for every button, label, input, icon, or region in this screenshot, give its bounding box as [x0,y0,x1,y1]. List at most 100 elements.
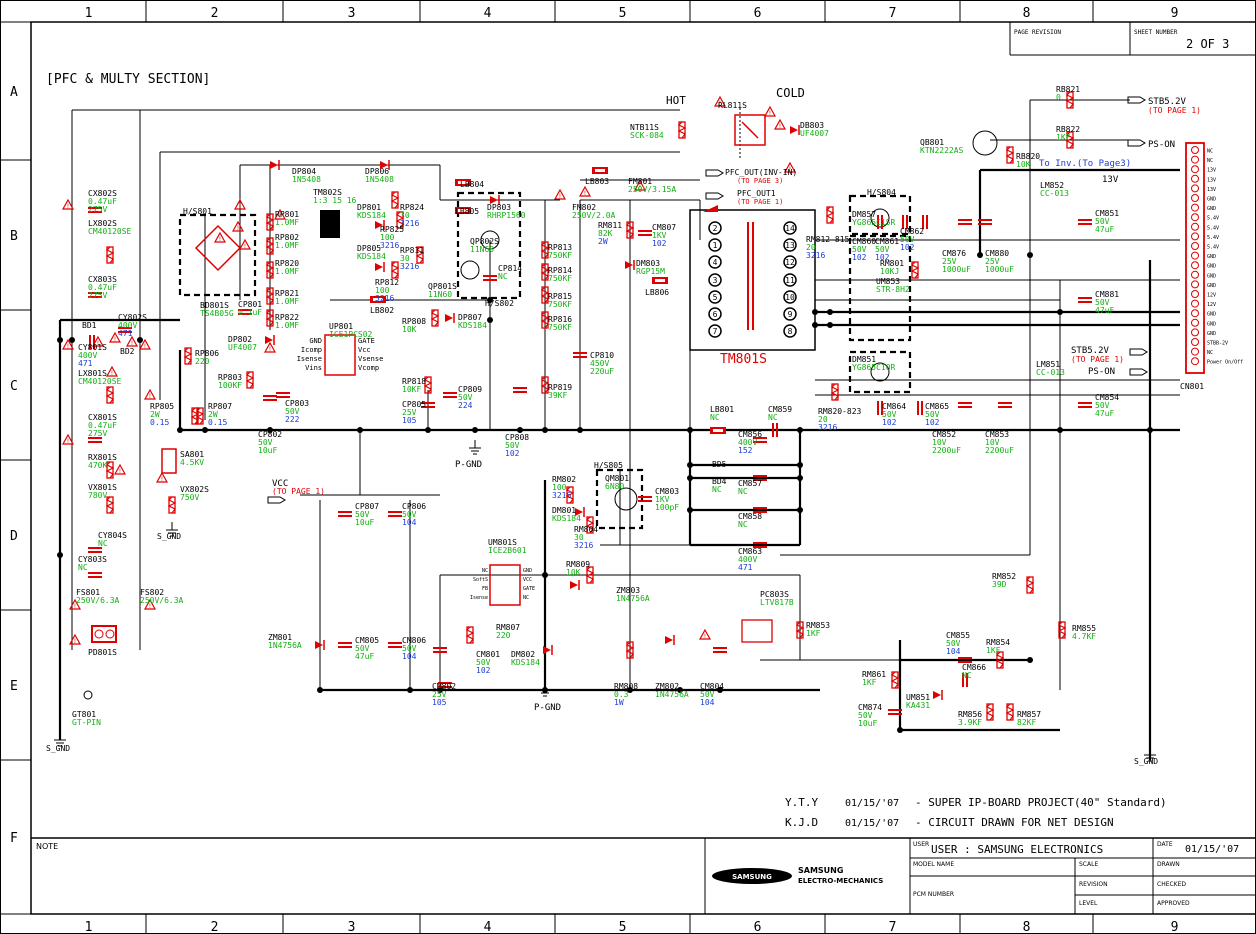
vcc-label: VCC [272,479,288,489]
component-symbol [789,124,800,136]
column-marker-top: 1 [85,6,93,21]
component-ref: CM803 [655,487,679,496]
component-label: LB804 [460,180,484,189]
component-value-2: 0.15 [208,418,227,427]
component-value: 50V [355,644,370,653]
transformer-pin: 1 [713,241,718,250]
component-ref: RX801S [88,453,117,462]
date-value: 01/15/'07 [1185,844,1239,855]
note-2-who: K.J.D [785,816,818,829]
component-value: 0.1uF [238,308,262,317]
component-value: 400V [78,351,97,360]
component-ref: CP806 [402,502,426,511]
component-symbol [957,219,973,225]
transformer-pin: 13 [785,241,795,250]
cn801-pin-label: GND [1207,264,1216,270]
component-ref: CM876 [942,249,966,258]
component-value: 50V [925,410,940,419]
component-value: 1KF [806,629,821,638]
component-ref: RB821 [1056,85,1080,94]
component-ref: RP815 [548,292,572,301]
component-label: H/S804 [867,188,896,197]
component-ref: CY804S [98,531,127,540]
component-value: 1N5408 [292,175,321,184]
component-ref: RM855 [1072,624,1096,633]
component-value: 50V [402,510,417,519]
component-value: 11N60 [470,245,494,254]
cold-label: COLD [776,86,805,100]
note-label: NOTE [36,842,58,851]
transformer-pin: 5 [713,293,718,302]
samsung-logo-text: SAMSUNG [732,873,772,881]
component-value: 250V/6.3A [140,596,184,605]
component-value-2: 471 [738,563,753,572]
p-gnd-label-1: P-GND [455,460,482,470]
component-ref: CM864 [882,402,906,411]
ic-up801-pin: Isense [297,355,322,363]
component-label: BD5 [712,460,727,469]
component-ref: PC803S [760,590,789,599]
component-ref: RM812-815 [806,235,850,244]
component-symbol [87,547,103,553]
component-value: 100 [552,483,567,492]
component-value: CM40120SE [78,377,122,386]
component-symbol [444,312,455,324]
component-symbol [512,387,528,393]
ic-um801-pin: NC [482,568,488,574]
component-value-2: 222 [285,415,300,424]
component-value-2: 105 [402,416,417,425]
component-ref: DM801 [552,506,576,515]
component-value: 1.0MF [275,267,299,276]
component-value-2: 471 [118,329,133,338]
component-symbol [1077,297,1093,303]
component-ref: RP807 [208,402,232,411]
component-symbol [87,437,103,443]
component-ref: CP808 [505,433,529,442]
cn801-pin-label: GND [1207,283,1216,289]
component-value: 25V [402,408,417,417]
row-marker: F [10,831,18,846]
component-value: NC [768,413,778,422]
component-value: 1N4756A [655,690,689,699]
component-value-2: 3216 [818,423,837,432]
component-value: 1N5408 [365,175,394,184]
component-value: 0.3 [614,690,629,699]
component-ref: RM853 [806,621,830,630]
row-marker: A [10,85,18,100]
component-ref: LB804 [460,180,484,189]
component-value: 20 [818,415,828,424]
component-symbol [431,309,439,327]
component-value: 470K [88,461,107,470]
component-value: 1N4756A [268,641,302,650]
component-ref: CM852 [932,430,956,439]
component-ref: CM874 [858,703,882,712]
column-marker-top: 9 [1171,6,1179,21]
warning-icon [126,336,138,348]
component-value: NC [98,539,108,548]
component-ref: RM852 [992,572,1016,581]
title-block: NOTE SAMSUNG SAMSUNG ELECTRO-MECHANICS U… [31,837,1256,914]
component-value-2: 10uF [258,446,277,455]
component-ref: CM863 [738,547,762,556]
